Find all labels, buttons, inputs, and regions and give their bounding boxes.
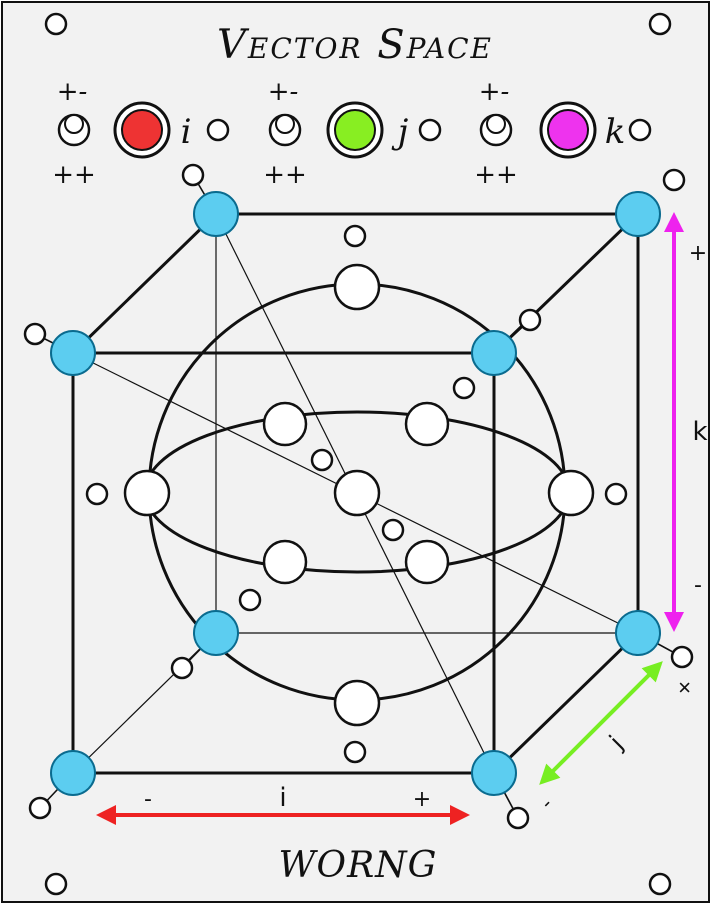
switch-group-i: +- ++ i bbox=[52, 77, 230, 190]
switch-group-k: +- ++ k bbox=[474, 77, 652, 190]
k-axis-label: k bbox=[692, 417, 707, 447]
i-axis-label: i bbox=[279, 783, 286, 813]
led-k-lens bbox=[547, 109, 589, 151]
k-axis-plus: + bbox=[689, 241, 707, 266]
jack-i-small[interactable] bbox=[206, 118, 230, 142]
sphere-jack-center[interactable] bbox=[333, 469, 381, 517]
switch-i-bottom-label: ++ bbox=[52, 160, 96, 190]
switch-j-bottom-label: ++ bbox=[263, 160, 307, 190]
mode-switch-i-lever bbox=[64, 114, 84, 134]
equator-jack-back-right[interactable] bbox=[404, 401, 450, 447]
maker-logo: WORNG bbox=[279, 845, 438, 886]
sphere-jack-right[interactable] bbox=[547, 469, 595, 517]
mount-hole-bottom-right bbox=[648, 872, 672, 896]
jack-small[interactable] bbox=[23, 322, 47, 346]
equator-jack-back-left[interactable] bbox=[262, 401, 308, 447]
corner-node-front-bottom-left bbox=[50, 750, 96, 796]
led-i-lens bbox=[121, 109, 163, 151]
jack-small[interactable] bbox=[518, 308, 542, 332]
mount-hole-top-right bbox=[648, 12, 672, 36]
jack-small[interactable] bbox=[452, 376, 476, 400]
i-axis-plus: + bbox=[413, 787, 431, 812]
equator-jack-front-right[interactable] bbox=[404, 539, 450, 585]
jack-small[interactable] bbox=[343, 224, 367, 248]
i-axis-minus: - bbox=[144, 787, 152, 812]
jack-j-small[interactable] bbox=[418, 118, 442, 142]
jack-small[interactable] bbox=[310, 448, 334, 472]
corner-node-back-bottom-left bbox=[193, 610, 239, 656]
equator-jack-front-left[interactable] bbox=[262, 539, 308, 585]
jack-small[interactable] bbox=[506, 806, 530, 830]
jack-small[interactable] bbox=[381, 518, 405, 542]
corner-node-front-bottom-right bbox=[471, 750, 517, 796]
corner-node-back-bottom-right bbox=[615, 610, 661, 656]
cube-edge-hidden bbox=[72, 632, 217, 774]
switch-j-top-label: +- bbox=[268, 77, 299, 107]
title: Vector Space bbox=[217, 22, 493, 68]
led-k-label: k bbox=[605, 112, 626, 152]
j-axis-arrow bbox=[539, 661, 663, 785]
sphere-jack-top[interactable] bbox=[333, 263, 381, 311]
jack-small[interactable] bbox=[343, 740, 367, 764]
jack-small[interactable] bbox=[85, 482, 109, 506]
switch-i-top-label: +- bbox=[57, 77, 88, 107]
corner-node-back-top-right bbox=[615, 191, 661, 237]
mode-switch-k-lever bbox=[486, 114, 506, 134]
switch-k-top-label: +- bbox=[479, 77, 510, 107]
cube-edge bbox=[492, 212, 640, 355]
mount-hole-top-left bbox=[44, 12, 68, 36]
led-j-lens bbox=[334, 109, 376, 151]
corner-node-front-top-right bbox=[471, 330, 517, 376]
mode-switch-j-lever bbox=[275, 114, 295, 134]
led-i-label: i bbox=[181, 112, 192, 152]
corner-node-back-top-left bbox=[193, 191, 239, 237]
sphere-jack-left[interactable] bbox=[123, 469, 171, 517]
jack-small[interactable] bbox=[670, 645, 694, 669]
jack-small[interactable] bbox=[662, 168, 686, 192]
switch-k-bottom-label: ++ bbox=[474, 160, 518, 190]
jack-small[interactable] bbox=[181, 163, 205, 187]
corner-node-front-top-left bbox=[50, 330, 96, 376]
sphere-jack-bottom[interactable] bbox=[333, 679, 381, 727]
jack-small[interactable] bbox=[28, 796, 52, 820]
jack-k-small[interactable] bbox=[628, 118, 652, 142]
k-axis-minus: - bbox=[694, 573, 702, 598]
mount-hole-bottom-left bbox=[44, 872, 68, 896]
jack-small[interactable] bbox=[604, 482, 628, 506]
jack-small[interactable] bbox=[238, 588, 262, 612]
cube-edge bbox=[71, 212, 218, 355]
jack-small[interactable] bbox=[170, 656, 194, 680]
